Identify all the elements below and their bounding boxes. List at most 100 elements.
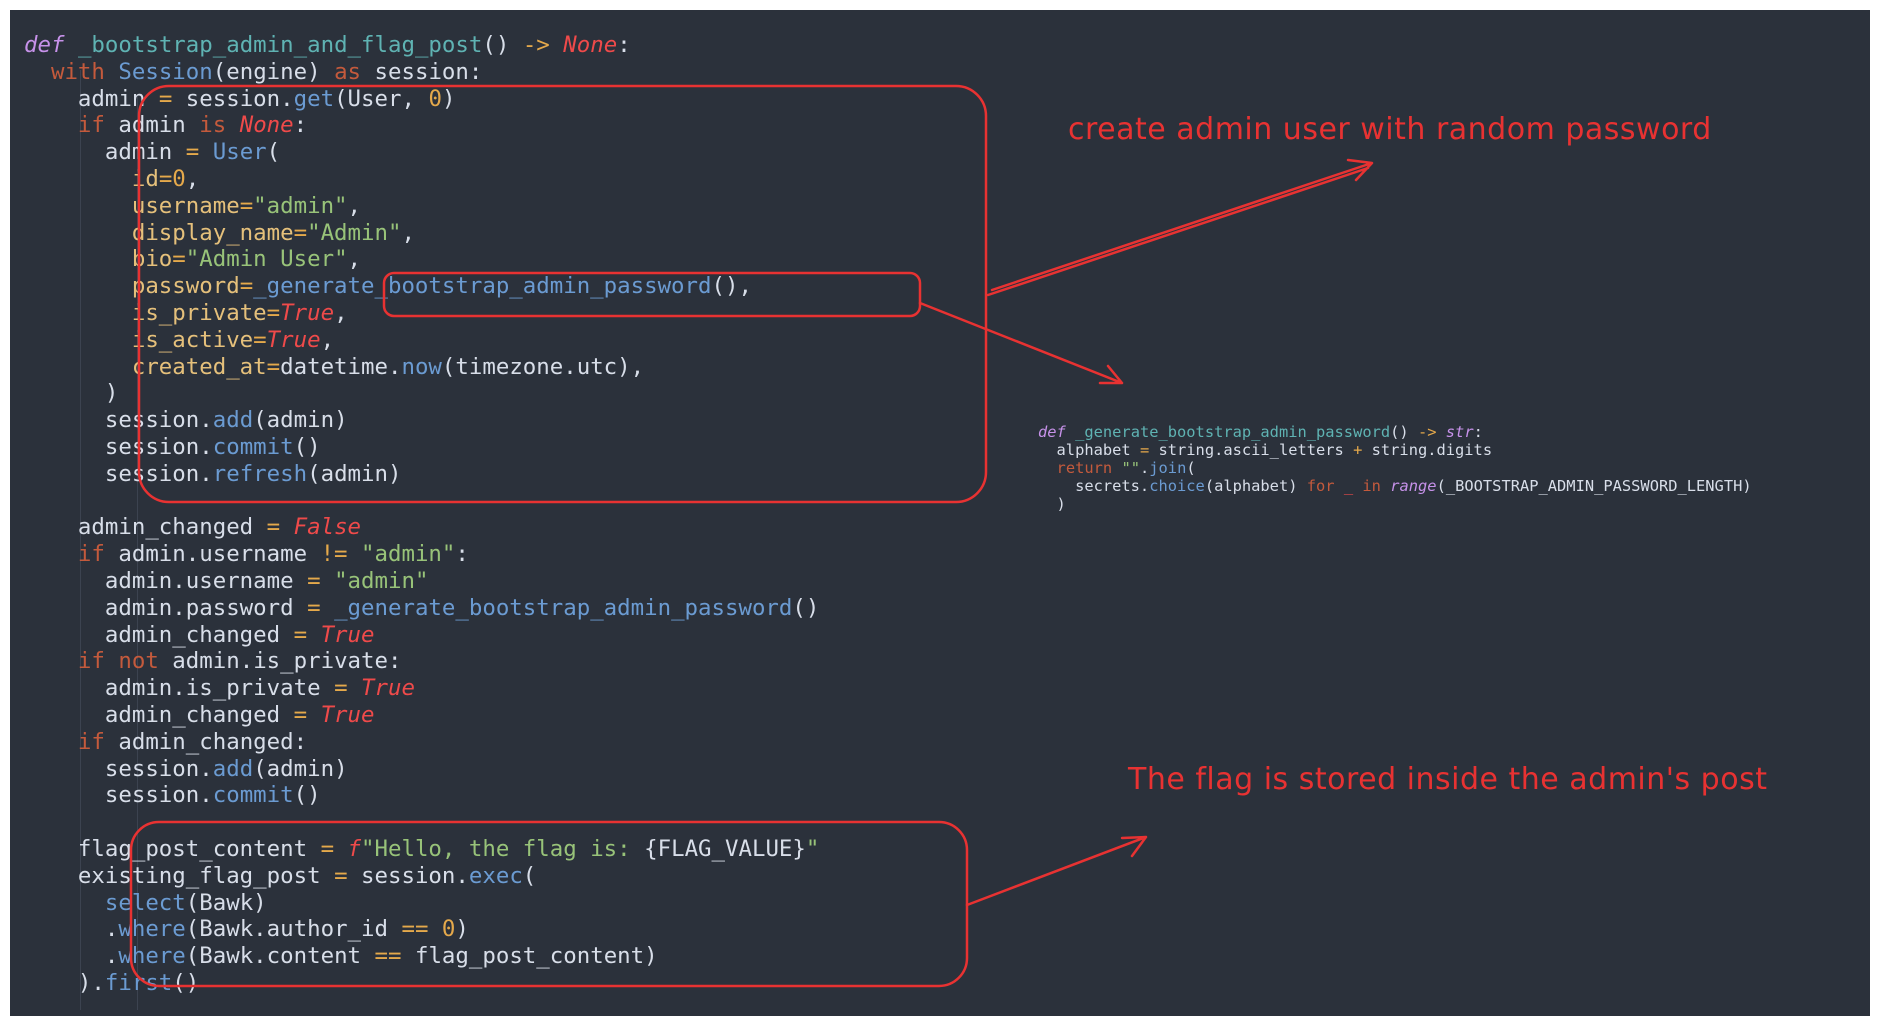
code-token: = [334,675,348,702]
code-token: () [293,782,321,809]
code-token: None [563,32,618,58]
code-token: def [1038,423,1066,441]
code-token: (User, [334,85,429,112]
code-token: id [131,165,159,192]
code-line: if admin.username != "admin": [24,541,819,568]
code-token: datetime. [280,353,402,380]
code-line: if admin is None: [24,112,819,139]
code-token: created_at [131,353,267,380]
code-token: session. [24,755,213,782]
code-token: f [347,835,362,862]
code-token: . [1139,459,1150,477]
code-token: ). [24,969,105,996]
code-line: ) [24,380,819,407]
code-token: now [401,353,442,380]
code-token: commit [212,433,294,460]
code-line: with Session(engine) as session: [24,59,819,86]
code-token: ( [1186,459,1196,477]
code-token: = [266,514,281,541]
code-token: (alphabet) [1204,477,1307,495]
indent-guide [80,70,81,1010]
code-token: = [320,835,335,862]
code-token: True [361,675,415,702]
code-token: ) [441,85,456,112]
code-token: _generate_bootstrap_admin_password [253,273,712,300]
code-token: + [1353,441,1363,459]
code-token: ( [522,862,537,889]
code-line: display_name="Admin", [24,220,819,247]
code-token: admin.username [104,541,321,568]
code-token: = [307,567,321,594]
code-token [1038,459,1057,477]
code-token: ) [1038,495,1066,513]
code-token [348,541,361,567]
code-token: first [104,969,173,996]
code-token: where [118,916,186,943]
code-line: def _bootstrap_admin_and_flag_post() -> … [24,32,819,59]
code-token [24,59,51,85]
code-token: where [118,943,186,970]
code-line: is_active=True, [24,327,819,354]
code-token: (Bawk.content [185,943,375,970]
code-token: " [805,835,820,862]
code-token: as [334,58,362,85]
code-token: , [347,246,362,273]
code-token [24,300,132,326]
code-token: session. [24,433,213,460]
code-token: username [131,192,240,219]
code-token: = [253,326,267,353]
code-token: -> [1417,423,1437,441]
code-token: admin [24,85,159,112]
code-token: "Admin User" [185,246,348,273]
small-line: def _generate_bootstrap_admin_password()… [1038,423,1752,441]
code-token: = [293,701,308,728]
code-token: admin.password [24,594,308,621]
code-token: with [50,58,105,85]
code-token: admin_changed [24,701,294,728]
code-token: if [77,112,105,139]
code-token [348,675,361,701]
code-token [428,916,441,942]
code-line: bio="Admin User", [24,246,819,273]
code-line: existing_flag_post = session.exec( [24,863,819,890]
code-line: select(Bawk) [24,890,819,917]
code-token: is_private [131,299,267,326]
code-token: = [158,85,173,112]
code-token: = [172,246,186,273]
code-token: if [77,541,105,568]
code-token: _generate_bootstrap_admin_password [334,594,793,621]
code-token [1066,423,1075,441]
code-token [1437,423,1446,441]
code-token: (admin) [253,407,348,434]
code-token: (Bawk.author_id [185,916,402,943]
code-token: exec [468,862,523,889]
code-token [24,246,132,272]
code-line: admin.username = "admin" [24,568,819,595]
code-token [550,32,563,58]
code-token: (admin) [253,755,348,782]
code-token: -> [522,32,550,58]
code-token [105,648,118,674]
code-token [1353,477,1362,495]
code-token [24,327,132,353]
code-token: display_name [131,219,294,246]
code-token: add [212,407,254,434]
code-line: if admin_changed: [24,729,819,756]
code-token: ) [24,380,119,407]
code-line: .where(Bawk.author_id == 0) [24,916,819,943]
small-line: ) [1038,495,1752,513]
code-token: (timezone.utc), [441,353,645,380]
small-line: alphabet = string.ascii_letters + string… [1038,441,1752,459]
code-line: if not admin.is_private: [24,648,819,675]
code-line: .where(Bawk.content == flag_post_content… [24,943,819,970]
code-token: in [1362,477,1381,495]
code-token: True [320,621,375,648]
code-token: , [347,192,362,219]
code-token: = [1139,441,1150,459]
code-token: admin_changed [24,621,294,648]
code-token [24,220,132,246]
code-token: = [239,273,254,300]
code-token [24,648,78,674]
code-token: _bootstrap_admin_and_flag_post [77,32,483,58]
code-token: session: [361,58,483,85]
